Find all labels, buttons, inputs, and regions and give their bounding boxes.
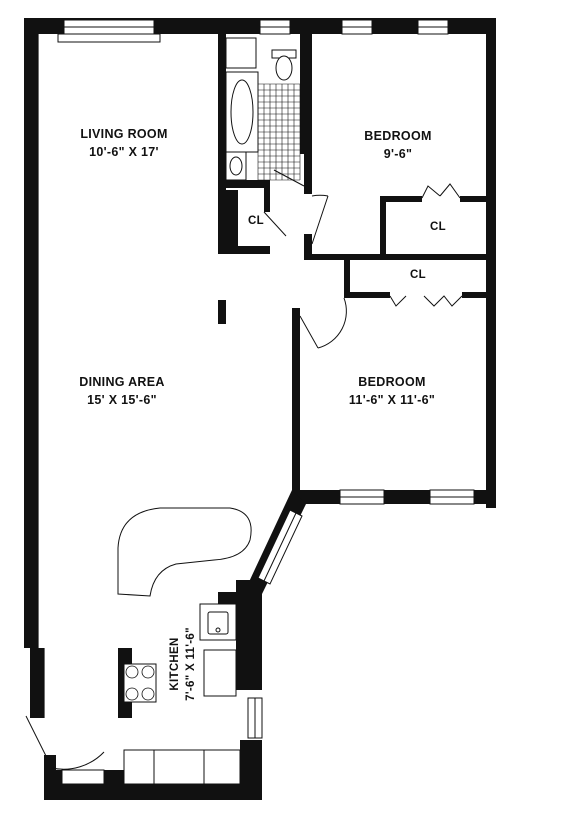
kitchen-label-group: KITCHEN 7'-6" X 11'-6" [169, 627, 197, 701]
window-living-sill [57, 33, 161, 43]
floor-closet2 [350, 260, 486, 292]
wall-right [486, 18, 496, 508]
door-hallcl-leaf [263, 211, 287, 237]
base-cabinet-2 [153, 749, 205, 785]
window-diagonal-pane-line [263, 512, 297, 582]
floor-dining-kitchen [38, 594, 132, 718]
wall-left-lower [30, 648, 44, 718]
tub-basin [230, 79, 254, 145]
window-bath [259, 19, 291, 35]
wall-hallcl-bottom [218, 246, 270, 254]
floor-bedroom1 [312, 34, 486, 196]
window-bedroom1-b [417, 19, 449, 35]
wall-bedroom2-left [292, 308, 300, 504]
shelf [225, 37, 257, 69]
floor-hall [270, 154, 304, 254]
door-bedroom2-swing [317, 297, 347, 349]
wall-closet1-left [380, 196, 386, 258]
wall-bottom [44, 784, 262, 800]
bedroom-2-dims: 11'-6" X 11'-6" [349, 393, 435, 407]
wall-closet1-top [380, 196, 422, 202]
stove [123, 663, 157, 703]
wall-bedroom1-bottom [304, 254, 494, 260]
door-closet2-bifold-right [423, 295, 463, 307]
bedroom-1-dims: 9'-6" [384, 147, 412, 161]
kitchen-peninsula [117, 507, 252, 597]
door-entry-leaf [25, 715, 53, 769]
stove-burner [125, 687, 139, 701]
wall-bedroom1-left-lower [304, 234, 312, 258]
floor-closet1 [386, 202, 486, 254]
wall-hallcl-right [264, 180, 270, 212]
toilet-bowl [275, 55, 293, 81]
door-closet1-bifold-left [421, 185, 441, 199]
bathroom-fixtures [225, 37, 297, 181]
floor-dining-right [226, 254, 292, 490]
door-bath-leaf [273, 169, 305, 187]
living-room-dims: 10'-6" X 17' [89, 145, 159, 159]
doors [25, 169, 463, 770]
door-entry-swing [51, 751, 105, 770]
wall-closet2-bottom-b [462, 292, 492, 298]
door-bedroom2-leaf [299, 315, 319, 349]
window-kitchen [247, 697, 263, 739]
kitchen-dims: 7'-6" X 11'-6" [185, 627, 197, 701]
kitchen-sink-basin [207, 611, 229, 635]
wall-hallcl-top [226, 180, 270, 188]
wall-closet2-bottom [344, 292, 390, 298]
door-closet1-bifold-right [439, 183, 461, 199]
stove-burners [125, 665, 155, 701]
windows [57, 19, 475, 739]
wall-closet2-left [344, 258, 350, 298]
labels: LIVING ROOM 10'-6" X 17' BEDROOM 9'-6" B… [79, 127, 446, 701]
bedroom-1-name: BEDROOM [364, 129, 431, 143]
wall-bath-right [300, 34, 308, 154]
base-cabinet-1 [123, 749, 155, 785]
stove-burner [125, 665, 139, 679]
floor-hallcl [238, 188, 264, 246]
stove-burner [141, 665, 155, 679]
stove-burner [141, 687, 155, 701]
bathroom-tile-grid [257, 83, 301, 181]
window-living [57, 19, 161, 43]
living-room-name: LIVING ROOM [80, 127, 167, 141]
floor-bedroom2 [300, 298, 486, 490]
bedroom-2-name: BEDROOM [358, 375, 425, 389]
bedroom-2-closet-label: CL [410, 269, 426, 281]
bedroom-1-closet-label: CL [430, 221, 446, 233]
floor-bedroom1-lower [312, 196, 380, 254]
sink-drain [215, 627, 221, 633]
window-bedroom2-a [339, 489, 385, 505]
wall-left [24, 18, 38, 648]
wall-bath-left [218, 34, 226, 254]
kitchen-name: KITCHEN [169, 637, 181, 690]
door-closet2-bifold-left [389, 295, 407, 307]
wall-closet1-top-b [460, 196, 490, 202]
dining-area-dims: 15' X 15'-6" [87, 393, 157, 407]
sink [229, 156, 243, 176]
dining-area-name: DINING AREA [79, 375, 164, 389]
base-cabinet-3 [203, 749, 241, 785]
wall-hallcl-left [218, 190, 238, 254]
door-bedroom1-leaf [311, 195, 329, 245]
entry-closet [61, 769, 105, 785]
wall-kitchen-right [236, 580, 262, 690]
kitchen-fixtures [61, 507, 252, 785]
hall-closet-label: CL [248, 215, 264, 227]
door-bedroom1-swing [311, 194, 329, 197]
counter-right [203, 649, 237, 697]
window-bedroom2-b [429, 489, 475, 505]
thin-walls [37, 34, 45, 718]
window-bedroom1-a [341, 19, 373, 35]
window-diagonal [257, 509, 303, 585]
